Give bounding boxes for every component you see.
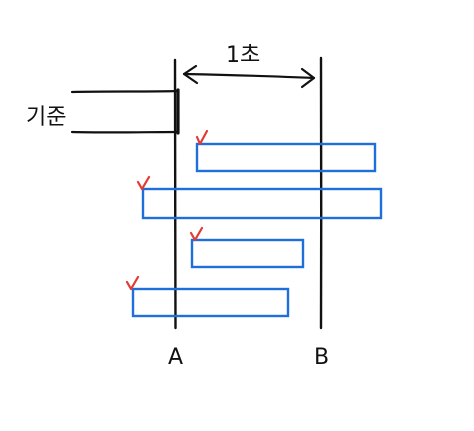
bar-2	[141, 187, 383, 220]
interval-arrow-left-head	[182, 64, 199, 85]
check-mark-4	[125, 275, 140, 291]
line-a-label: A	[168, 345, 183, 370]
check-mark-1	[195, 129, 209, 146]
reference-bracket-top-line	[70, 89, 180, 94]
interval-arrow-right-head	[300, 67, 316, 89]
check-mark-2	[136, 175, 151, 191]
vertical-line-a	[173, 58, 177, 330]
left-reference-label: 기준	[26, 105, 66, 130]
line-b-label: B	[314, 345, 329, 370]
interval-arrow-shaft	[182, 72, 316, 80]
bar-4	[131, 287, 290, 318]
interval-label: 1초	[226, 43, 260, 68]
bar-1	[195, 142, 377, 173]
bar-3	[190, 238, 305, 269]
check-mark-3	[189, 226, 204, 242]
